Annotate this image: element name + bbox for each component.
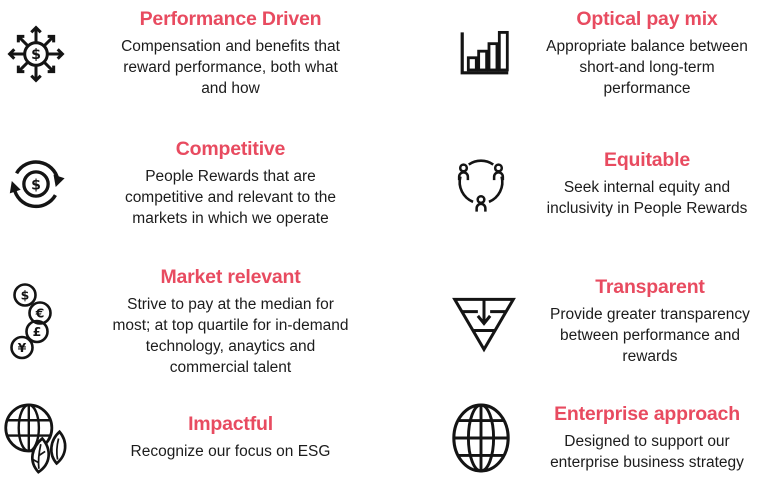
card-transparent: Transparent Provide greater transparency… bbox=[389, 246, 778, 391]
card-text: Market relevant Strive to pay at the med… bbox=[72, 266, 389, 378]
card-market-relevant: $ € £ ¥ Market relevant Strive to pay at… bbox=[0, 246, 389, 391]
card-impactful: Impactful Recognize our focus on ESG bbox=[0, 391, 389, 484]
cycle-dollar-icon: $ bbox=[0, 149, 72, 219]
globe-leaf-icon bbox=[0, 399, 72, 477]
card-description: People Rewards that are competitive and … bbox=[124, 168, 337, 227]
card-description: Strive to pay at the median for most; at… bbox=[112, 295, 349, 376]
card-enterprise-approach: Enterprise approach Designed to support … bbox=[389, 391, 778, 484]
svg-text:£: £ bbox=[32, 324, 41, 339]
card-equitable: Equitable Seek internal equity and inclu… bbox=[389, 121, 778, 246]
card-description: Appropriate balance between short-and lo… bbox=[546, 38, 748, 97]
card-title: Competitive bbox=[175, 138, 286, 160]
card-text: Competitive People Rewards that are comp… bbox=[72, 138, 389, 229]
card-description: Provide greater transparency between per… bbox=[550, 306, 750, 365]
card-title: Optical pay mix bbox=[576, 8, 718, 30]
money-spread-icon: $ bbox=[0, 20, 72, 88]
card-description: Seek internal equity and inclusivity in … bbox=[546, 178, 748, 217]
card-title: Equitable bbox=[604, 148, 690, 171]
card-performance-driven: $ Performance Driven Compensation and be… bbox=[0, 0, 389, 121]
card-text: Equitable Seek internal equity and inclu… bbox=[516, 149, 778, 219]
svg-text:¥: ¥ bbox=[17, 340, 26, 355]
card-text: Optical pay mix Appropriate balance betw… bbox=[516, 8, 778, 99]
card-text: Transparent Provide greater transparency… bbox=[522, 276, 778, 367]
card-title: Impactful bbox=[188, 413, 273, 435]
funnel-transparency-icon bbox=[446, 288, 522, 356]
svg-text:$: $ bbox=[20, 287, 29, 302]
card-title: Transparent bbox=[595, 276, 705, 298]
card-text: Performance Driven Compensation and bene… bbox=[72, 8, 389, 99]
card-competitive: $ Competitive People Rewards that are co… bbox=[0, 121, 389, 246]
card-description: Designed to support our enterprise busin… bbox=[550, 432, 744, 471]
card-title: Performance Driven bbox=[139, 8, 322, 30]
bar-chart-icon bbox=[446, 23, 516, 85]
card-text: Impactful Recognize our focus on ESG bbox=[72, 413, 389, 462]
svg-text:€: € bbox=[34, 305, 44, 320]
card-title: Enterprise approach bbox=[554, 402, 740, 425]
currency-coins-icon: $ € £ ¥ bbox=[0, 282, 72, 361]
card-text: Enterprise approach Designed to support … bbox=[516, 403, 778, 473]
card-title: Market relevant bbox=[160, 265, 301, 288]
card-description: Recognize our focus on ESG bbox=[130, 443, 331, 460]
svg-text:$: $ bbox=[31, 47, 41, 63]
svg-text:$: $ bbox=[31, 177, 41, 193]
globe-grid-icon bbox=[446, 401, 516, 475]
card-description: Compensation and benefits that reward pe… bbox=[121, 38, 340, 97]
people-circle-icon bbox=[446, 150, 516, 218]
card-optical-pay-mix: Optical pay mix Appropriate balance betw… bbox=[389, 0, 778, 121]
